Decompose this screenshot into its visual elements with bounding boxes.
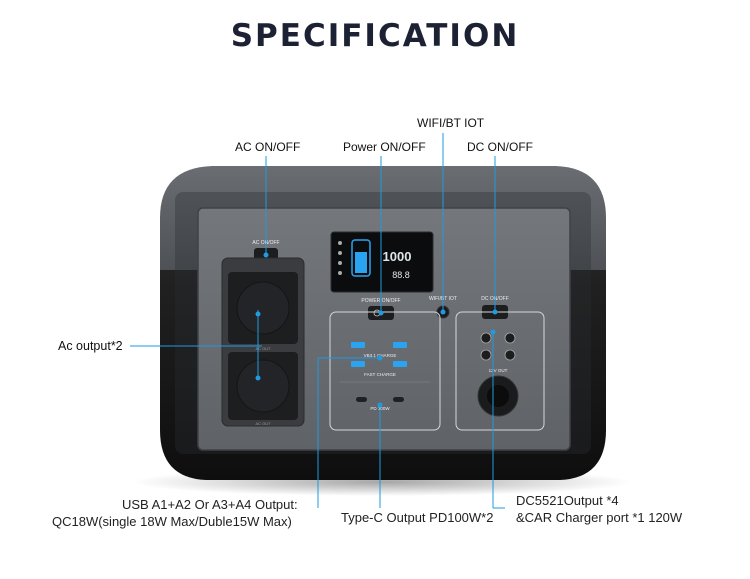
callout-dc-line-2: &CAR Charger port *1 120W [516, 510, 683, 525]
display-main-value: 1000 [383, 249, 412, 264]
dc-out-device-label: 12V OUT [489, 368, 508, 373]
callout-wifi-bt-iot: WIFI/BT IOT [417, 116, 485, 130]
callout-dots [255, 252, 498, 408]
callout-power-on-off: Power ON/OFF [343, 140, 426, 154]
callout-usb-line-2: QC18W(single 18W Max/Duble15W Max) [52, 514, 292, 529]
ac-outlet-block: AC OUT AC OUT [221, 257, 305, 427]
callout-usb-line-1: USB A1+A2 Or A3+A4 Output: [122, 497, 298, 512]
callout-ac-output: Ac output*2 [58, 339, 123, 353]
page-title: SPECIFICATION [230, 18, 520, 54]
callout-ac-on-off: AC ON/OFF [235, 140, 301, 154]
display-sub-value: 88.8 [392, 270, 410, 280]
callout-typec: Type-C Output PD100W*2 [341, 510, 494, 525]
callout-lines [130, 133, 505, 509]
lcd-display: 1000 88.8 [330, 231, 434, 293]
ac-out-device-label: AC OUT [255, 346, 271, 351]
callout-dc-on-off: DC ON/OFF [467, 140, 533, 154]
callout-dc-line-1: DC5521Output *4 [516, 493, 619, 508]
ac-out-device-label-2: AC OUT [255, 421, 271, 426]
fast-charge-device-label: FAST CHARGE [364, 372, 396, 377]
